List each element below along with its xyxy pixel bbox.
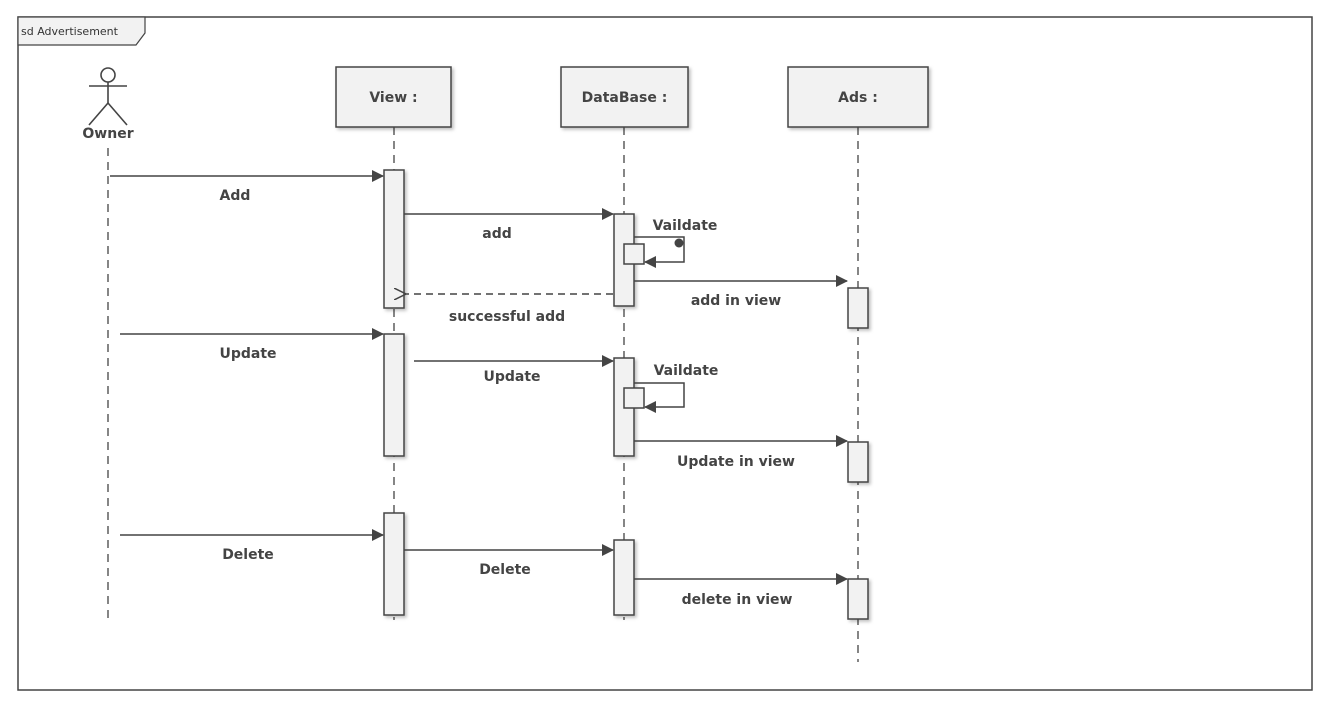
activation-database-3 bbox=[613, 539, 635, 616]
lifeline-database-label: DataBase : bbox=[582, 90, 668, 106]
frame-border bbox=[17, 16, 1313, 691]
message-update-label: Update bbox=[219, 346, 276, 362]
frame-tab bbox=[17, 16, 146, 46]
activation-view-3 bbox=[383, 512, 405, 616]
message-validate-1-label: Vaildate bbox=[653, 218, 718, 234]
message-validate-2-arrow bbox=[634, 382, 685, 413]
frame-label: sd Advertisement bbox=[21, 25, 119, 38]
lifeline-head-database: DataBase : bbox=[560, 66, 689, 128]
activation-view-1 bbox=[383, 169, 405, 309]
message-update-in-view-label: Update in view bbox=[677, 454, 795, 470]
message-delete-label: Delete bbox=[222, 547, 274, 563]
activation-ads-3 bbox=[847, 578, 869, 620]
message-add-label: Add bbox=[220, 188, 251, 204]
activation-view-2 bbox=[383, 333, 405, 457]
message-add-in-view-label: add in view bbox=[691, 293, 781, 309]
message-add-db-label: add bbox=[482, 226, 512, 242]
actor-owner-label: Owner bbox=[82, 126, 133, 142]
message-delete-in-view-label: delete in view bbox=[682, 592, 793, 608]
lifeline-view-label: View : bbox=[369, 90, 417, 106]
message-successful-add-label: successful add bbox=[449, 309, 565, 325]
actor-owner-icon bbox=[88, 67, 128, 126]
activation-database-self-1 bbox=[623, 243, 645, 265]
message-delete-db-label: Delete bbox=[479, 562, 531, 578]
message-validate-1-arrow bbox=[634, 236, 685, 268]
activation-database-self-2 bbox=[623, 387, 645, 409]
activation-ads-2 bbox=[847, 441, 869, 483]
lifeline-head-ads: Ads : bbox=[787, 66, 929, 128]
validate-1-marker bbox=[674, 238, 684, 248]
message-validate-2-label: Vaildate bbox=[654, 363, 719, 379]
lifeline-ads-label: Ads : bbox=[838, 90, 878, 106]
activation-ads-1 bbox=[847, 287, 869, 329]
lifeline-head-view: View : bbox=[335, 66, 452, 128]
message-update-db-label: Update bbox=[483, 369, 540, 385]
